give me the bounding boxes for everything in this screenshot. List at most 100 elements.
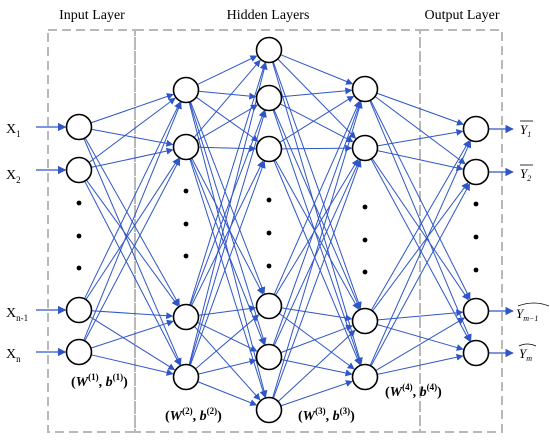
- hidden3-node: [351, 363, 379, 391]
- ellipsis-dot: [183, 253, 189, 259]
- connection-edge: [197, 381, 258, 406]
- input-label-n-minus-1: Xn-1: [6, 306, 28, 323]
- connection-edge: [189, 109, 266, 306]
- output-node: [462, 158, 490, 186]
- connection-edge: [84, 180, 181, 366]
- connection-edge: [189, 161, 266, 366]
- input-label-1: X1: [6, 122, 21, 139]
- hidden1-node: [172, 303, 200, 331]
- ellipsis-dot: [473, 201, 479, 207]
- connection-edge: [273, 109, 361, 310]
- connection-edge: [279, 103, 354, 143]
- output-node: [462, 339, 490, 367]
- connection-edge: [91, 310, 174, 320]
- hidden2-node: [255, 343, 283, 371]
- connection-edge: [84, 158, 181, 342]
- connection-edge: [273, 159, 360, 346]
- connection-edge: [375, 317, 466, 372]
- connection-edge: [281, 87, 353, 98]
- output-label-1: Y1: [520, 120, 533, 139]
- connection-edge: [198, 90, 257, 100]
- ellipsis-dot: [76, 200, 82, 206]
- param-label-4: (W(4), b(4)): [385, 382, 442, 400]
- ellipsis-dot: [266, 263, 272, 269]
- connection-edge: [272, 160, 362, 399]
- connection-edge: [277, 58, 357, 139]
- connection-edge: [83, 138, 182, 366]
- connection-edge: [272, 61, 363, 365]
- connection-edge: [281, 359, 353, 377]
- connection-edge: [272, 101, 363, 399]
- connection-edge: [83, 101, 182, 341]
- connection-edge: [275, 158, 359, 296]
- ellipsis-dot: [362, 269, 368, 275]
- connection-edge: [189, 110, 267, 366]
- hidden2-node: [255, 396, 283, 424]
- hidden1-node: [172, 133, 200, 161]
- connection-edge: [195, 314, 260, 370]
- connection-edge: [189, 101, 267, 345]
- connection-edge: [273, 160, 361, 366]
- connection-edge: [188, 62, 268, 366]
- connection-edge: [195, 96, 259, 142]
- connection-edge: [85, 179, 179, 307]
- connection-edge: [191, 157, 264, 295]
- output-layer-title: Output Layer: [424, 8, 499, 23]
- hidden2-node: [255, 36, 283, 64]
- connection-edge: [197, 321, 258, 352]
- connection-edge: [272, 61, 362, 309]
- connection-edge: [190, 158, 265, 346]
- connection-edge: [278, 312, 355, 370]
- hidden2-node: [255, 292, 283, 320]
- hidden1-node: [172, 76, 200, 104]
- connection-edge: [84, 101, 181, 300]
- connection-edge: [376, 92, 464, 126]
- hidden2-node: [255, 84, 283, 112]
- svg-text:Ym: Ym: [519, 346, 532, 363]
- connection-edge: [280, 54, 354, 85]
- input-node: [65, 156, 93, 184]
- connection-edge: [191, 160, 264, 307]
- input-layer-title: Input Layer: [59, 8, 125, 23]
- hidden-layers-frame: [134, 29, 421, 433]
- svg-text:Y2: Y2: [520, 166, 531, 183]
- connection-edge: [197, 55, 258, 86]
- connection-edge: [280, 324, 354, 354]
- input-label-2: X2: [6, 168, 21, 185]
- connection-edge: [377, 150, 464, 172]
- connection-edge: [189, 158, 267, 398]
- hidden3-node: [351, 307, 379, 335]
- input-node: [65, 296, 93, 324]
- connection-edge: [91, 147, 174, 168]
- ellipsis-dot: [362, 204, 368, 210]
- io-arrows: [36, 122, 514, 358]
- connection-edge: [369, 100, 472, 342]
- connection-edges: [83, 54, 472, 407]
- output-label-m-minus-1: Ym−1: [516, 302, 550, 323]
- ellipsis-dot: [362, 237, 368, 243]
- connection-edge: [272, 109, 362, 365]
- ellipsis-dot: [266, 230, 272, 236]
- ellipsis-dot: [266, 197, 272, 203]
- hidden3-node: [351, 134, 379, 162]
- connection-edge: [274, 159, 359, 310]
- hidden2-node: [255, 135, 283, 163]
- connection-edge: [198, 305, 257, 316]
- connection-edge: [369, 140, 472, 366]
- ellipsis-dots: [76, 188, 479, 275]
- connection-edge: [372, 182, 469, 312]
- output-node: [462, 297, 490, 325]
- connection-edge: [273, 100, 361, 295]
- ellipsis-dot: [76, 265, 82, 271]
- connection-edge: [371, 158, 469, 301]
- input-node: [65, 338, 93, 366]
- hidden-layers-title: Hidden Layers: [227, 8, 310, 23]
- connection-edge: [272, 101, 362, 346]
- input-label-n: Xn: [6, 347, 21, 364]
- connection-edge: [188, 101, 268, 398]
- ellipsis-dot: [183, 221, 189, 227]
- connection-edge: [280, 380, 353, 407]
- connection-edge: [90, 319, 174, 349]
- connection-edge: [198, 358, 257, 375]
- connection-edge: [277, 329, 356, 402]
